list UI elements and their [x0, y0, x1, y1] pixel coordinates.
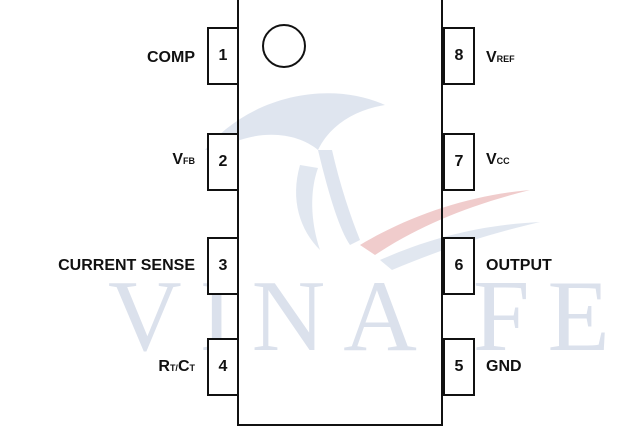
pin-label-comp: COMP: [147, 49, 195, 66]
pin-1: 1: [207, 27, 239, 85]
pin-number: 8: [454, 47, 464, 64]
pin-number: 3: [218, 257, 228, 274]
pin-label-vcc: VCC: [486, 151, 510, 168]
pin-label-current-sense: CURRENT SENSE: [58, 257, 195, 274]
chip-body: [237, 0, 443, 426]
pin-number: 6: [454, 257, 464, 274]
pin-3: 3: [207, 237, 239, 295]
pin-label-gnd: GND: [486, 358, 522, 375]
pin-number: 7: [454, 153, 464, 170]
pin-5: 5: [443, 338, 475, 396]
pin-8: 8: [443, 27, 475, 85]
pin-label-vref: VREF: [486, 49, 515, 66]
pin-6: 6: [443, 237, 475, 295]
pin1-indicator-circle: [262, 24, 306, 68]
pin-label-rt-ct: RT/CT: [158, 358, 195, 375]
pin-label-vfb: VFB: [172, 151, 195, 168]
pin-7: 7: [443, 133, 475, 191]
pin-number: 4: [218, 358, 228, 375]
pin-2: 2: [207, 133, 239, 191]
pin-number: 5: [454, 358, 464, 375]
pin-label-output: OUTPUT: [486, 257, 552, 274]
pin-4: 4: [207, 338, 239, 396]
pin-number: 1: [218, 47, 228, 64]
pin-number: 2: [218, 153, 228, 170]
